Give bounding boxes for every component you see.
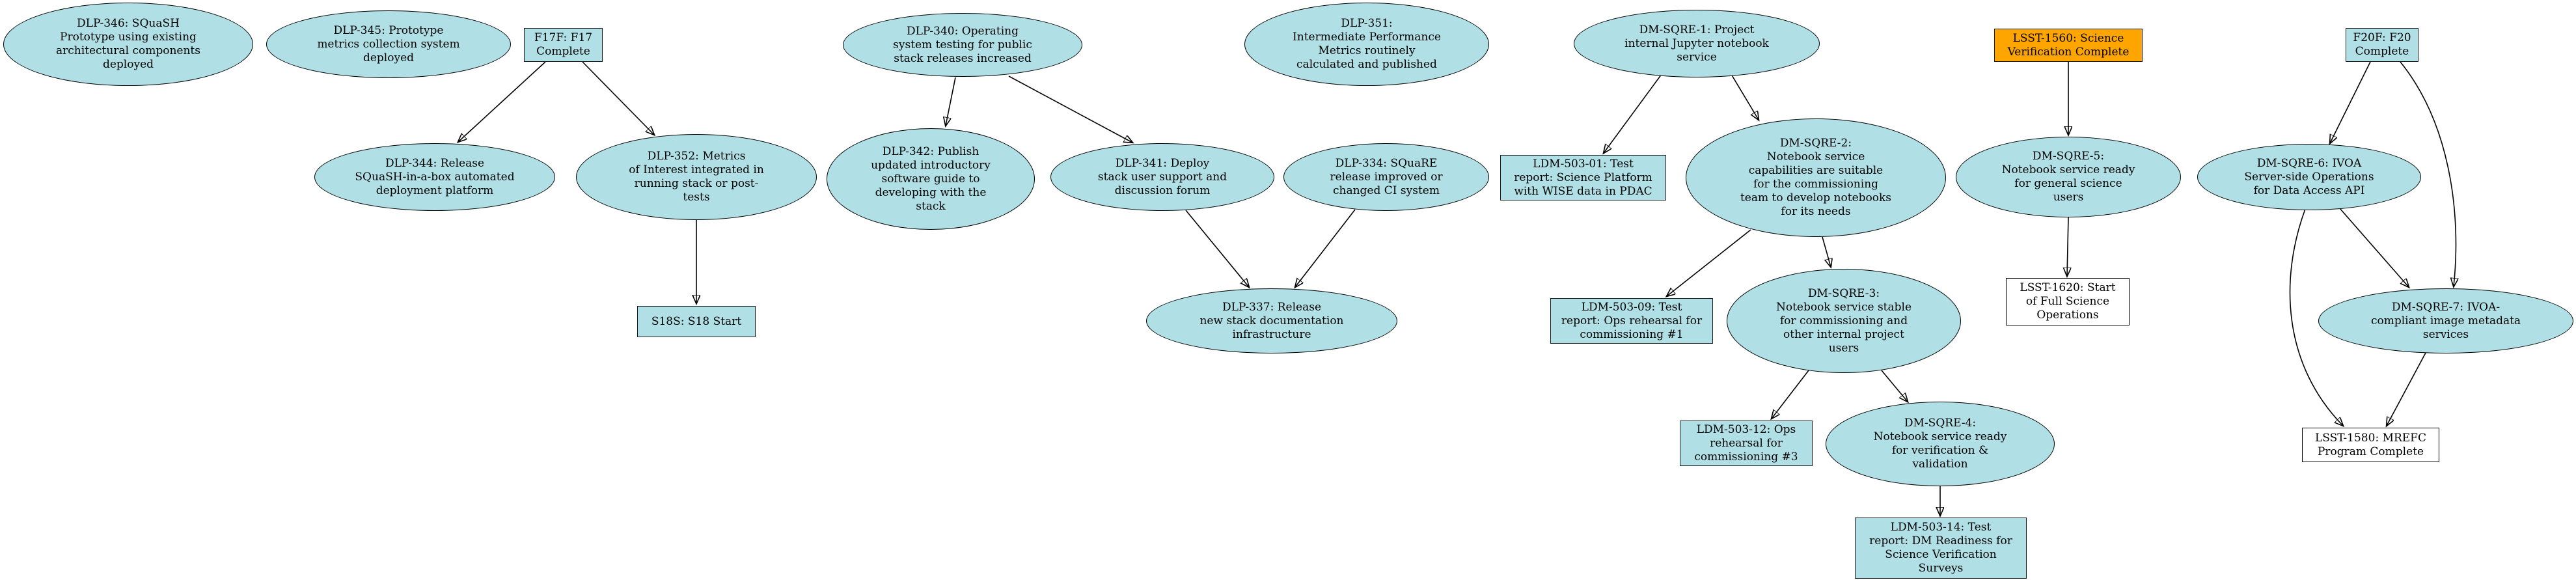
node-lsst-1580: LSST-1580: MREFC Program Complete bbox=[2302, 428, 2439, 462]
edge-dm-sqre-2-to-dm-sqre-3 bbox=[1822, 236, 1831, 267]
edge-dlp-334-to-dlp-337 bbox=[1295, 209, 1356, 287]
node-dm-sqre-4: DM-SQRE-4: Notebook service ready for ve… bbox=[1826, 402, 2055, 486]
node-dm-sqre-7: DM-SQRE-7: IVOA- compliant image metadat… bbox=[2318, 288, 2573, 353]
node-ldm-503-09: LDM-503-09: Test report: Ops rehearsal f… bbox=[1550, 298, 1713, 344]
edge-f20f-to-dm-sqre-6 bbox=[2330, 61, 2371, 143]
edge-dm-sqre-2-to-ldm-503-09 bbox=[1667, 229, 1751, 296]
node-dm-sqre-1: DM-SQRE-1: Project internal Jupyter note… bbox=[1574, 10, 1820, 77]
edge-dm-sqre-3-to-ldm-503-12 bbox=[1772, 370, 1809, 419]
node-lsst-1560: LSST-1560: Science Verification Complete bbox=[1994, 29, 2143, 62]
node-dlp-344: DLP-344: Release SQuaSH-in-a-box automat… bbox=[314, 143, 555, 211]
node-dlp-340: DLP-340: Operating system testing for pu… bbox=[843, 13, 1082, 77]
node-dlp-351: DLP-351: Intermediate Performance Metric… bbox=[1244, 3, 1489, 86]
edge-dm-sqre-7-to-lsst-1580 bbox=[2387, 352, 2426, 426]
edge-dlp-340-to-dlp-341 bbox=[1008, 76, 1132, 143]
node-dlp-341: DLP-341: Deploy stack user support and d… bbox=[1050, 143, 1274, 211]
edge-dlp-341-to-dlp-337 bbox=[1185, 210, 1249, 287]
node-dm-sqre-2: DM-SQRE-2: Notebook service capabilities… bbox=[1686, 118, 1946, 237]
edge-dm-sqre-6-to-lsst-1580 bbox=[2289, 208, 2343, 426]
node-ldm-503-01: LDM-503-01: Test report: Science Platfor… bbox=[1500, 155, 1666, 200]
node-f20f: F20F: F20 Complete bbox=[2346, 28, 2418, 62]
node-dlp-345: DLP-345: Prototype metrics collection sy… bbox=[266, 10, 511, 78]
node-dm-sqre-5: DM-SQRE-5: Notebook service ready for ge… bbox=[1956, 137, 2181, 217]
node-lsst-1620: LSST-1620: Start of Full Science Operati… bbox=[2006, 278, 2130, 325]
node-dlp-346: DLP-346: SQuaSH Prototype using existing… bbox=[3, 3, 253, 86]
node-dlp-352: DLP-352: Metrics of Interest integrated … bbox=[576, 134, 817, 220]
edge-f20f-to-dm-sqre-7 bbox=[2400, 61, 2456, 286]
edge-dm-sqre-3-to-dm-sqre-4 bbox=[1881, 370, 1908, 402]
node-dlp-342: DLP-342: Publish updated introductory so… bbox=[827, 128, 1035, 230]
node-dlp-334: DLP-334: SQuaRE release improved or chan… bbox=[1283, 143, 1489, 211]
node-s18s: S18S: S18 Start bbox=[637, 306, 756, 337]
edge-dm-sqre-1-to-ldm-503-01 bbox=[1604, 74, 1662, 153]
node-dm-sqre-3: DM-SQRE-3: Notebook service stable for c… bbox=[1727, 269, 1961, 373]
edge-dlp-340-to-dlp-342 bbox=[946, 77, 956, 126]
edge-dm-sqre-6-to-dm-sqre-7 bbox=[2339, 208, 2409, 287]
node-f17f: F17F: F17 Complete bbox=[524, 28, 603, 62]
edge-f17f-to-dlp-344 bbox=[458, 61, 546, 142]
node-dm-sqre-6: DM-SQRE-6: IVOA Server-side Operations f… bbox=[2197, 144, 2421, 210]
node-ldm-503-12: LDM-503-12: Ops rehearsal for commission… bbox=[1680, 421, 1813, 466]
edge-dm-sqre-5-to-lsst-1620 bbox=[2067, 217, 2068, 276]
node-dlp-337: DLP-337: Release new stack documentation… bbox=[1146, 288, 1397, 353]
edge-f17f-to-dlp-352 bbox=[582, 61, 654, 135]
node-ldm-503-14: LDM-503-14: Test report: DM Readiness fo… bbox=[1855, 518, 2027, 579]
edge-dm-sqre-1-to-dm-sqre-2 bbox=[1731, 74, 1759, 120]
